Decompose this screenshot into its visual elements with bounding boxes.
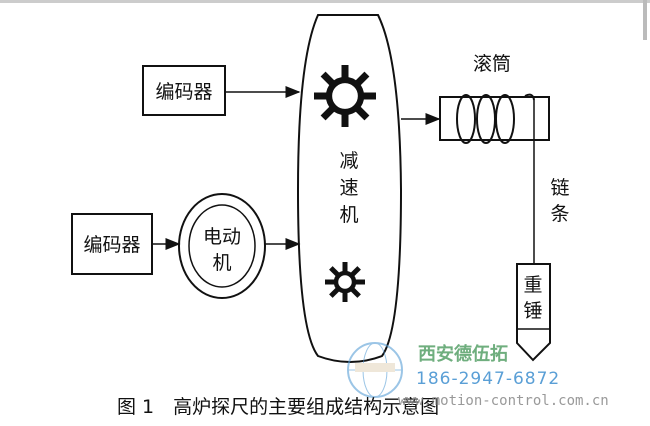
gear-icon-large xyxy=(314,65,376,127)
cropped-top-text xyxy=(0,0,650,3)
drum-box xyxy=(439,96,550,141)
figure-caption: 图 1 高炉探尺的主要组成结构示意图 xyxy=(117,396,439,418)
chain-label-2: 条 xyxy=(550,203,569,225)
reducer-label-2: 速 xyxy=(339,177,358,199)
weight-label-2: 锤 xyxy=(523,300,542,322)
motor-outer xyxy=(178,193,266,299)
gear-ring xyxy=(333,270,357,294)
chain-label-1: 链 xyxy=(550,177,569,199)
gear-icon-small xyxy=(325,262,365,302)
encoder-bottom-label: 编码器 xyxy=(83,234,140,256)
motor-label-1: 电动 xyxy=(203,226,241,248)
encoder-top-label: 编码器 xyxy=(155,81,212,103)
scrollbar xyxy=(643,0,647,40)
reducer-body xyxy=(296,14,403,363)
weight-label-1: 重 xyxy=(523,274,542,296)
gear-ring xyxy=(325,76,365,116)
reducer-label-3: 机 xyxy=(339,204,358,226)
motor-label-2: 机 xyxy=(212,252,231,274)
watermark-phone: 186-2947-6872 xyxy=(416,369,560,389)
drum-label: 滚筒 xyxy=(473,53,511,75)
motor-inner xyxy=(188,204,256,288)
watermark-company: 西安德伍拓 xyxy=(418,343,508,365)
encoder-top-box xyxy=(142,65,226,116)
watermark-url: www.motion-control.com.cn xyxy=(398,393,609,409)
drum-coils xyxy=(456,93,535,144)
weight-body xyxy=(516,263,551,362)
reducer-label-1: 减 xyxy=(339,150,358,172)
watermark-logo xyxy=(347,342,403,398)
